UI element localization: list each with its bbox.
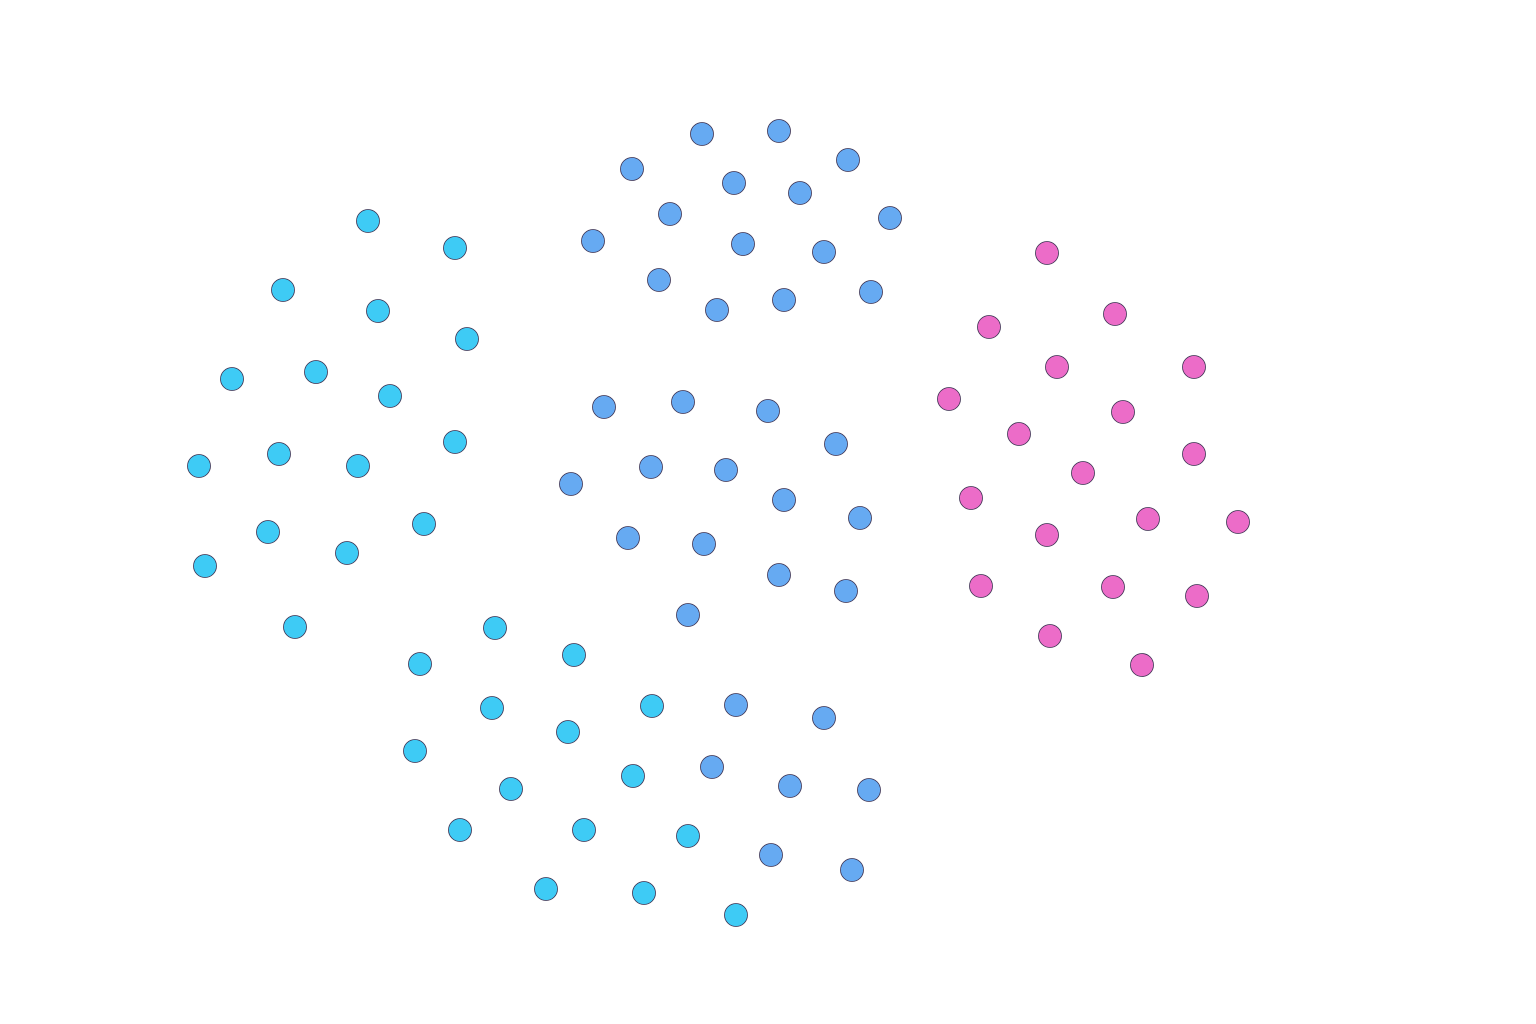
data-point [1045, 355, 1069, 379]
data-point [448, 818, 472, 842]
data-point [356, 209, 380, 233]
data-point [1182, 442, 1206, 466]
data-point [658, 202, 682, 226]
data-point [676, 824, 700, 848]
data-point [412, 512, 436, 536]
data-point [647, 268, 671, 292]
data-point [572, 818, 596, 842]
data-point [692, 532, 716, 556]
data-point [592, 395, 616, 419]
data-point [1130, 653, 1154, 677]
data-point [480, 696, 504, 720]
data-point [1035, 523, 1059, 547]
data-point [824, 432, 848, 456]
data-point [767, 563, 791, 587]
data-point [556, 720, 580, 744]
data-point [378, 384, 402, 408]
data-point [834, 579, 858, 603]
data-point [616, 526, 640, 550]
series-1 [559, 119, 902, 882]
data-point [271, 278, 295, 302]
data-point [483, 616, 507, 640]
data-point [304, 360, 328, 384]
data-point [632, 881, 656, 905]
series-2 [937, 241, 1250, 677]
data-point [640, 694, 664, 718]
data-point [937, 387, 961, 411]
data-point [581, 229, 605, 253]
data-point [346, 454, 370, 478]
data-point [812, 706, 836, 730]
data-point [724, 693, 748, 717]
data-point [848, 506, 872, 530]
data-point [559, 472, 583, 496]
data-point [403, 739, 427, 763]
data-point [959, 486, 983, 510]
data-point [193, 554, 217, 578]
data-point [690, 122, 714, 146]
data-point [1007, 422, 1031, 446]
data-point [1103, 302, 1127, 326]
series-0 [187, 209, 748, 927]
data-point [1182, 355, 1206, 379]
data-point [455, 327, 479, 351]
data-point [778, 774, 802, 798]
data-point [788, 181, 812, 205]
data-point [443, 430, 467, 454]
data-point [836, 148, 860, 172]
data-point [1038, 624, 1062, 648]
data-point [1071, 461, 1095, 485]
data-point [1136, 507, 1160, 531]
data-point [812, 240, 836, 264]
data-point [772, 288, 796, 312]
data-point [639, 455, 663, 479]
data-point [722, 171, 746, 195]
data-point [534, 877, 558, 901]
data-point [335, 541, 359, 565]
data-point [267, 442, 291, 466]
data-point [705, 298, 729, 322]
data-point [759, 843, 783, 867]
data-point [857, 778, 881, 802]
data-point [256, 520, 280, 544]
data-point [1226, 510, 1250, 534]
data-point [621, 764, 645, 788]
data-point [220, 367, 244, 391]
data-point [724, 903, 748, 927]
data-point [731, 232, 755, 256]
data-point [443, 236, 467, 260]
data-point [187, 454, 211, 478]
data-point [366, 299, 390, 323]
data-point [1101, 575, 1125, 599]
data-point [671, 390, 695, 414]
data-point [1185, 584, 1209, 608]
data-point [714, 458, 738, 482]
data-point [283, 615, 307, 639]
data-point [977, 315, 1001, 339]
data-point [859, 280, 883, 304]
data-point [878, 206, 902, 230]
data-point [408, 652, 432, 676]
data-point [756, 399, 780, 423]
data-point [767, 119, 791, 143]
data-point [620, 157, 644, 181]
data-point [1111, 400, 1135, 424]
data-point [499, 777, 523, 801]
data-point [969, 574, 993, 598]
data-point [840, 858, 864, 882]
data-point [676, 603, 700, 627]
data-point [772, 488, 796, 512]
data-point [1035, 241, 1059, 265]
data-point [700, 755, 724, 779]
data-point [562, 643, 586, 667]
